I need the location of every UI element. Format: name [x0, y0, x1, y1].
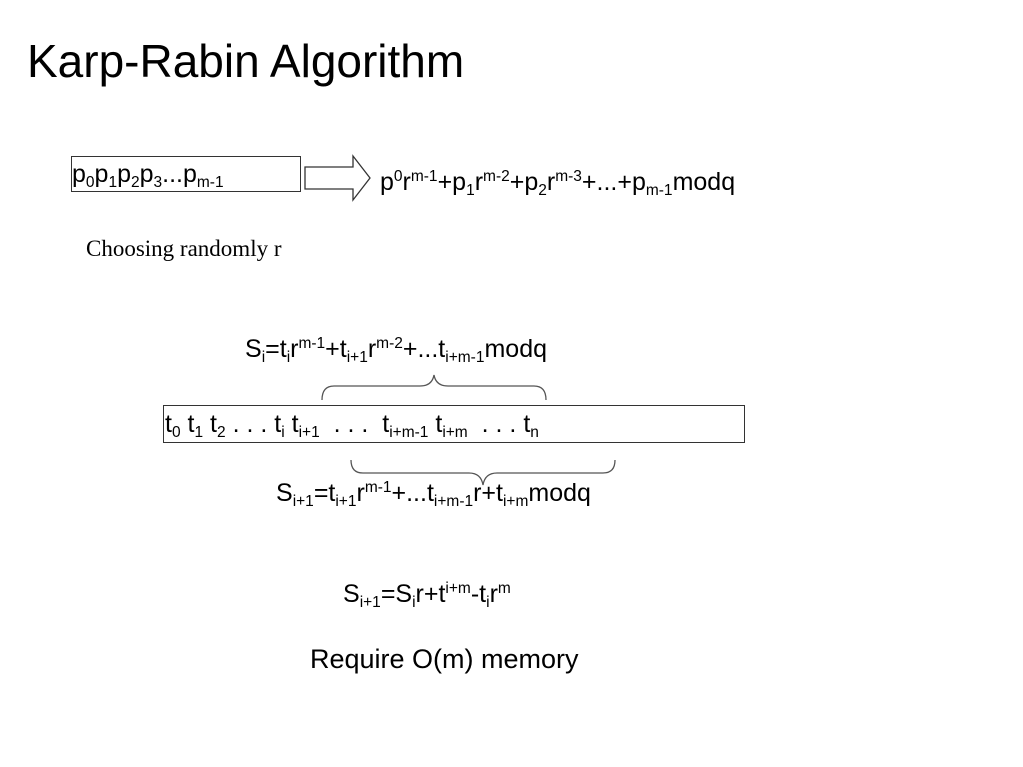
- page-title: Karp-Rabin Algorithm: [27, 35, 465, 87]
- window-brace-top: [321, 374, 547, 401]
- right-arrow-icon: [304, 154, 371, 202]
- text-sequence: t0 t1 t2 . . . ti ti+1 . . . ti+m-1 ti+m…: [165, 410, 539, 442]
- pattern-box: [71, 156, 301, 192]
- hash-formula: p0rm-1+p1rm-2+p2rm-3+...+pm-1modq: [380, 168, 736, 200]
- choosing-note: Choosing randomly r: [86, 236, 282, 261]
- recurrence-formula: Si+1=Sir+ti+m-tirm: [343, 580, 511, 612]
- pattern-string: p0p1p2p3...pm-1: [72, 160, 224, 192]
- si-formula: Si=tirm-1+ti+1rm-2+...ti+m-1modq: [245, 335, 548, 367]
- ellipsis-dots: . . .: [333, 410, 369, 438]
- ellipsis-dots: . . .: [232, 410, 268, 438]
- text-sequence-box: [163, 405, 745, 443]
- si1-formula: Si+1=ti+1rm-1+...ti+m-1r+ti+mmodq: [276, 479, 591, 511]
- window-brace-bottom: [350, 459, 616, 486]
- memory-note: Require O(m) memory: [310, 644, 579, 674]
- ellipsis-dots: . . .: [481, 410, 517, 438]
